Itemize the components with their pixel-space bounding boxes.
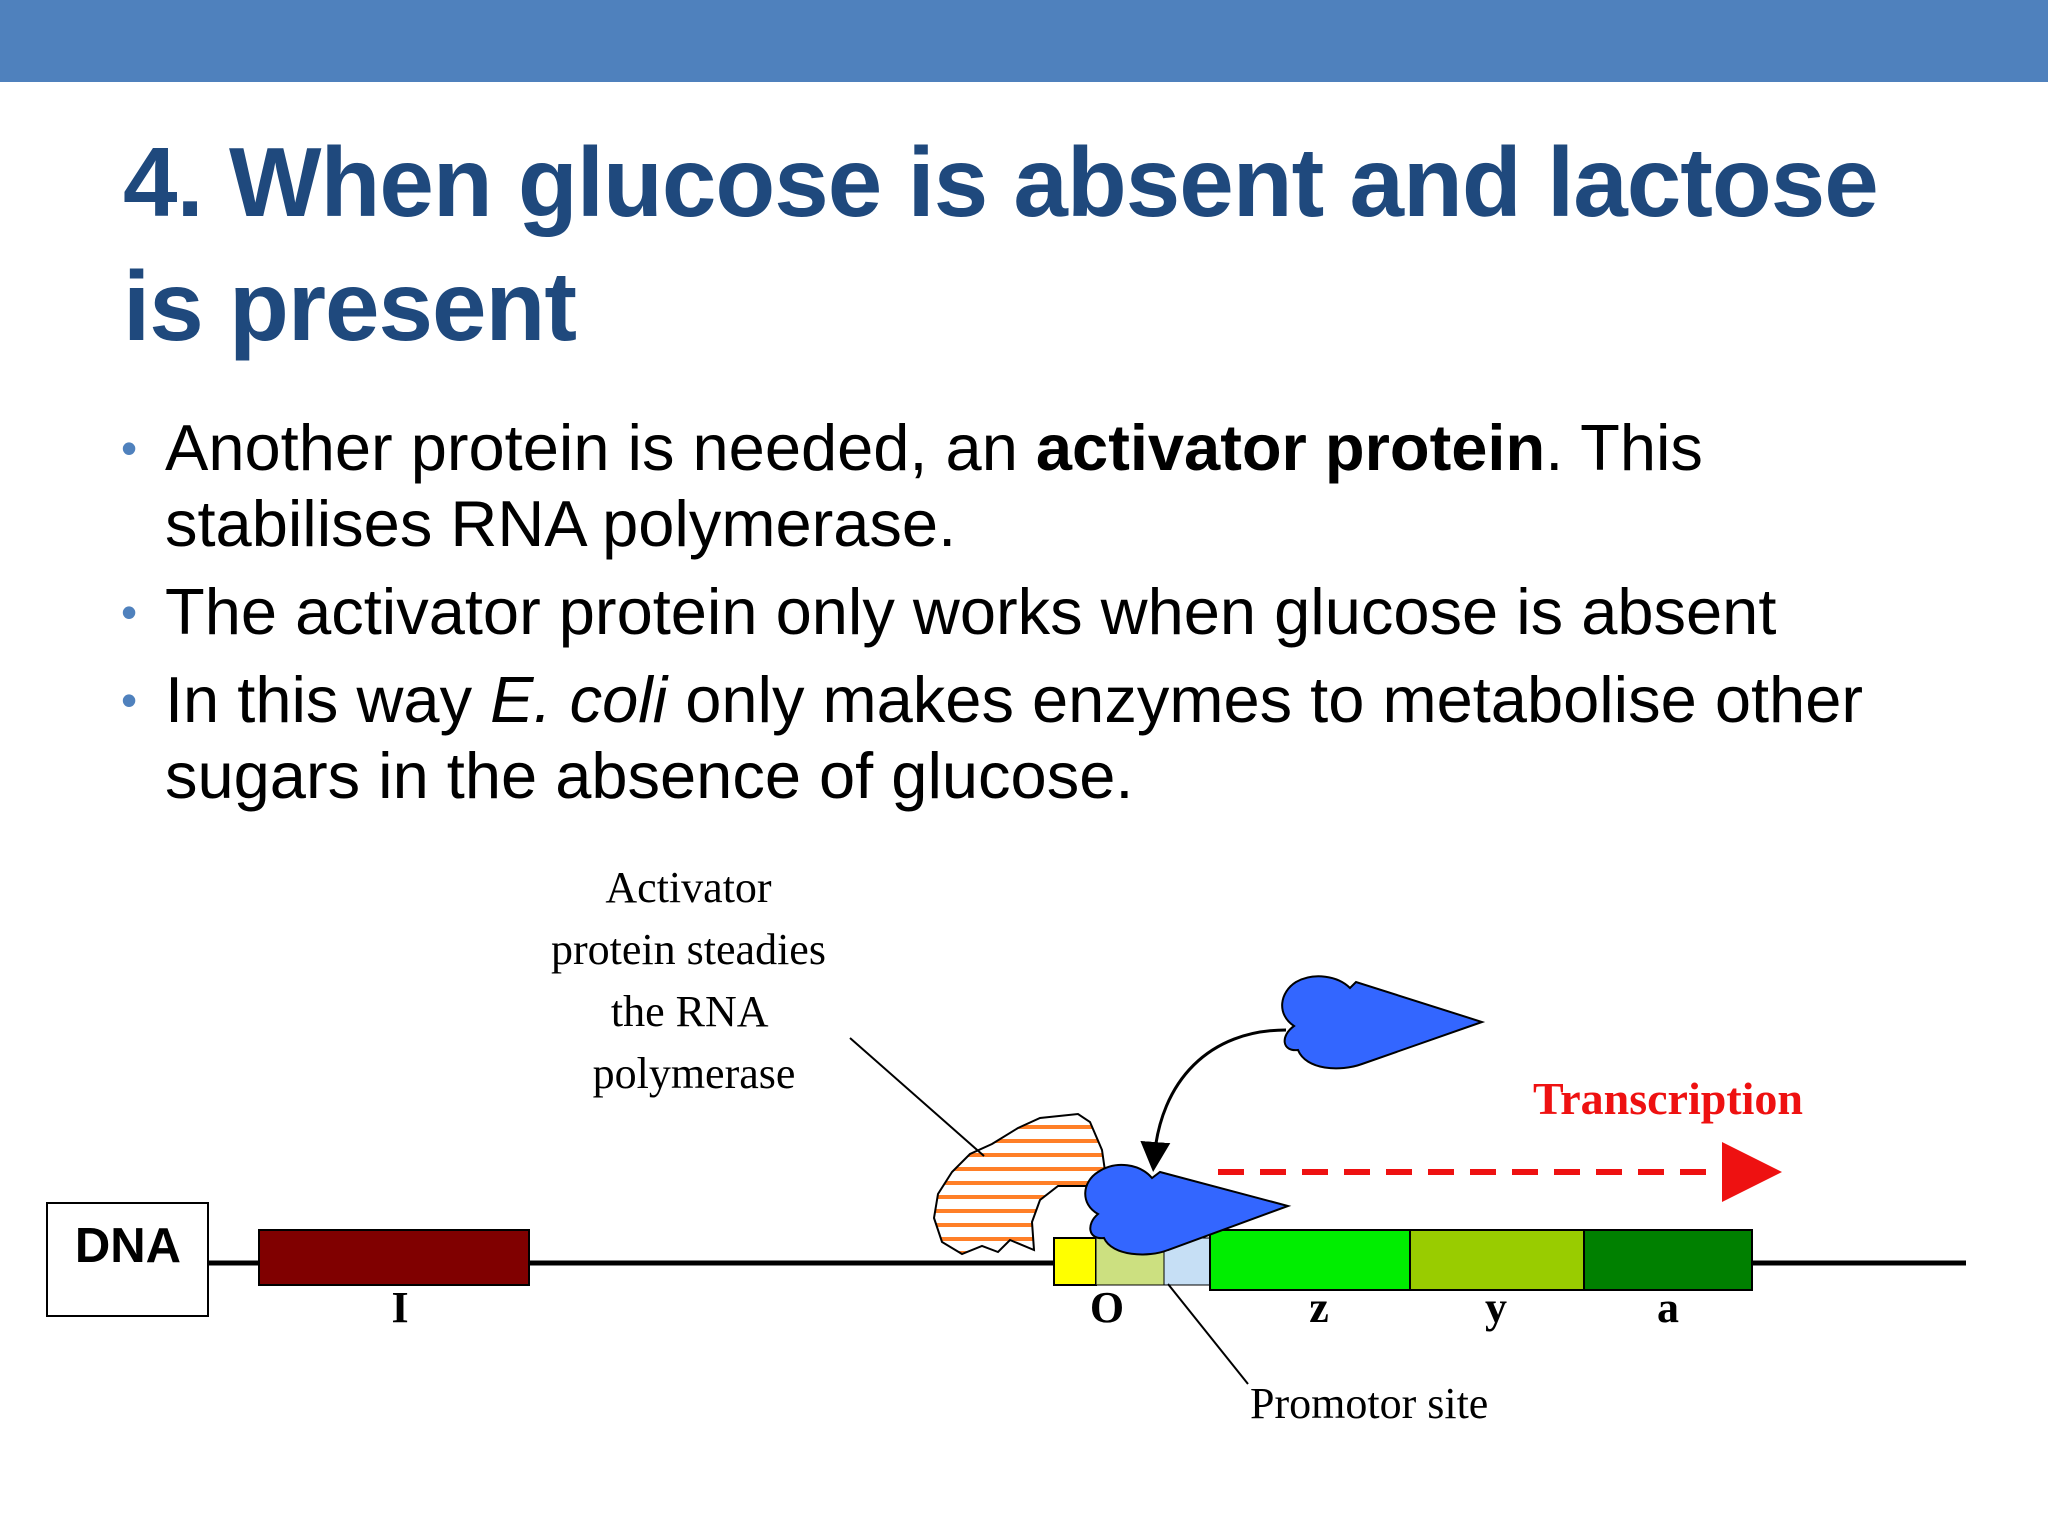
gene-a-label: a [1657, 1283, 1679, 1332]
bullet-text: In this way [165, 663, 491, 736]
bullet-text: only makes enzymes to metabolise other s… [165, 663, 1863, 812]
dna-label: DNA [75, 1219, 181, 1273]
bullet-item: • Another protein is needed, an activator… [115, 410, 1945, 562]
gene-a-block [1583, 1229, 1753, 1291]
operator-label: O [1090, 1283, 1124, 1332]
activator-protein-shape [932, 1112, 1108, 1256]
activator-caption-line: protein steadies [551, 925, 826, 974]
bullet-dot-icon: • [121, 674, 138, 726]
promoter-yellow-segment [1053, 1237, 1097, 1286]
activator-caption-line: the RNA [611, 987, 769, 1036]
bullet-list: • Another protein is needed, an activator… [115, 410, 1945, 826]
promotor-site-label: Promotor site [1250, 1379, 1488, 1428]
promotor-pointer-line [1167, 1283, 1249, 1385]
transcription-label: Transcription [1533, 1073, 1803, 1124]
activator-caption-line: Activator [605, 863, 772, 912]
activator-caption: Activator protein steadies the RNA polym… [551, 863, 837, 1098]
gene-z-label: z [1309, 1283, 1329, 1332]
header-bar [0, 0, 2048, 82]
rna-polymerase-free-shape [1281, 975, 1486, 1070]
bullet-dot-icon: • [121, 586, 138, 638]
dna-label-box [46, 1202, 209, 1317]
lac-operon-diagram: DNA I O z y a Transcription Activator pr… [46, 863, 1966, 1428]
activator-caption-line: polymerase [593, 1049, 796, 1098]
regulator-gene-label: I [391, 1283, 408, 1332]
bullet-text: Another protein is needed, an [165, 411, 1036, 484]
slide-title: 4. When glucose is absent and lactose is… [123, 127, 1879, 361]
gene-z-block [1209, 1229, 1411, 1291]
activator-pointer-line [849, 1037, 985, 1157]
gene-y-label: y [1485, 1283, 1507, 1332]
binding-arrow [1140, 1028, 1287, 1172]
rna-polymerase-bound-shape [1084, 1163, 1292, 1256]
regulator-gene-block [258, 1229, 530, 1286]
bullet-dot-icon: • [121, 422, 138, 474]
gene-y-block [1409, 1229, 1585, 1291]
bullet-item: • In this way E. coli only makes enzymes … [115, 662, 1945, 814]
bullet-emphasis-italic: E. coli [490, 663, 668, 736]
bullet-text: The activator protein only works when gl… [165, 575, 1777, 648]
bullet-text: . This stabilises RNA polymerase. [165, 411, 1703, 560]
bullet-item: • The activator protein only works when g… [115, 574, 1945, 650]
bullet-emphasis-bold: activator protein [1035, 411, 1546, 484]
